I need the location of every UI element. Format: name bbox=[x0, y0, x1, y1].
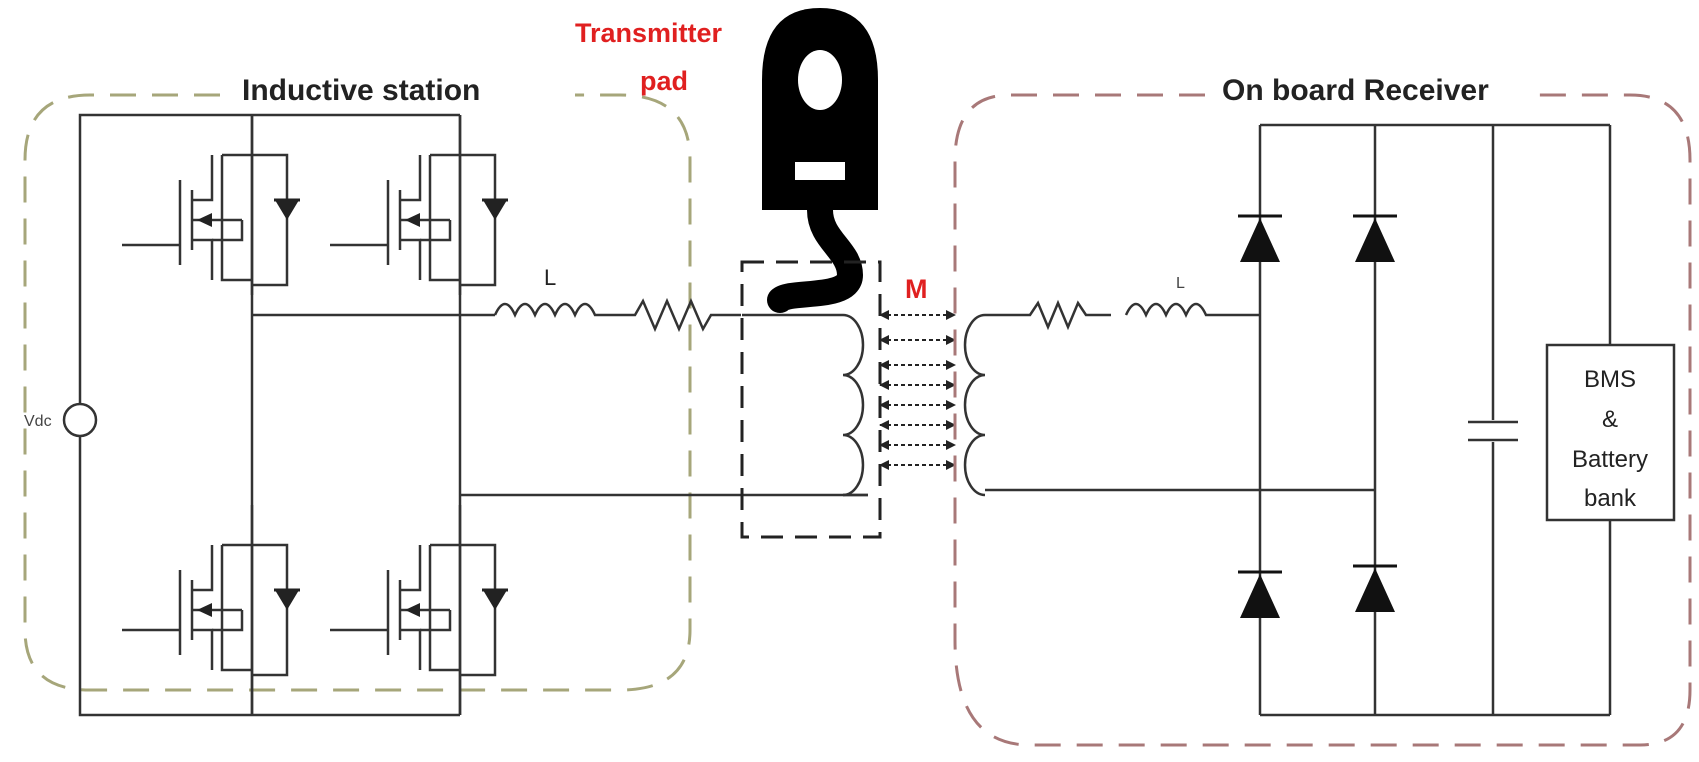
transmitter-pad-label-line2: pad bbox=[640, 66, 688, 96]
capacitor-icon bbox=[1468, 420, 1518, 442]
mosfet-q3-icon bbox=[122, 505, 300, 715]
inductive-station-label: Inductive station bbox=[242, 74, 480, 107]
bms-label-line4: bank bbox=[1584, 485, 1637, 512]
vdc-label: Vdc bbox=[24, 413, 52, 430]
mosfet-q4-icon bbox=[330, 505, 508, 715]
primary-coil-icon bbox=[842, 313, 865, 497]
bms-label-line1: BMS bbox=[1584, 366, 1636, 393]
diode-d3-icon bbox=[1238, 570, 1282, 618]
diode-d4-icon bbox=[1353, 564, 1397, 612]
resistor-right-icon bbox=[985, 299, 1111, 331]
mutual-coupling: M bbox=[879, 274, 956, 470]
mosfet-q2-icon bbox=[330, 115, 508, 295]
transmitter-pad-box bbox=[740, 260, 882, 539]
inductor-left-icon bbox=[493, 302, 625, 319]
inductive-station-border bbox=[23, 93, 692, 692]
vdc-source-icon bbox=[62, 402, 98, 438]
diode-d2-icon bbox=[1353, 214, 1397, 262]
mutual-label: M bbox=[905, 274, 928, 304]
transmitter-pad-label-line1: Transmitter bbox=[575, 18, 723, 48]
bms-battery-bank-box: BMS & Battery bank bbox=[1545, 343, 1676, 522]
inductor-right-label: L bbox=[1176, 275, 1185, 292]
onboard-receiver-border bbox=[953, 93, 1692, 747]
inductor-right-icon bbox=[1124, 302, 1260, 319]
onboard-receiver-label: On board Receiver bbox=[1222, 74, 1489, 107]
bms-label-line2: & bbox=[1602, 406, 1618, 433]
bms-label-line3: Battery bbox=[1572, 446, 1648, 473]
mosfet-q1-icon bbox=[122, 115, 300, 295]
secondary-coil-icon bbox=[963, 313, 986, 497]
charging-plug-icon bbox=[762, 8, 878, 313]
inductive-station: Inductive station Vdc bbox=[23, 74, 868, 717]
resistor-left-icon bbox=[625, 297, 741, 333]
transmitter-pad: Transmitter pad bbox=[575, 8, 882, 539]
onboard-receiver: On board Receiver L bbox=[953, 74, 1692, 747]
station-bridge-wiring bbox=[78, 113, 868, 717]
diode-d1-icon bbox=[1238, 214, 1282, 262]
inductor-left-label: L bbox=[544, 265, 556, 290]
